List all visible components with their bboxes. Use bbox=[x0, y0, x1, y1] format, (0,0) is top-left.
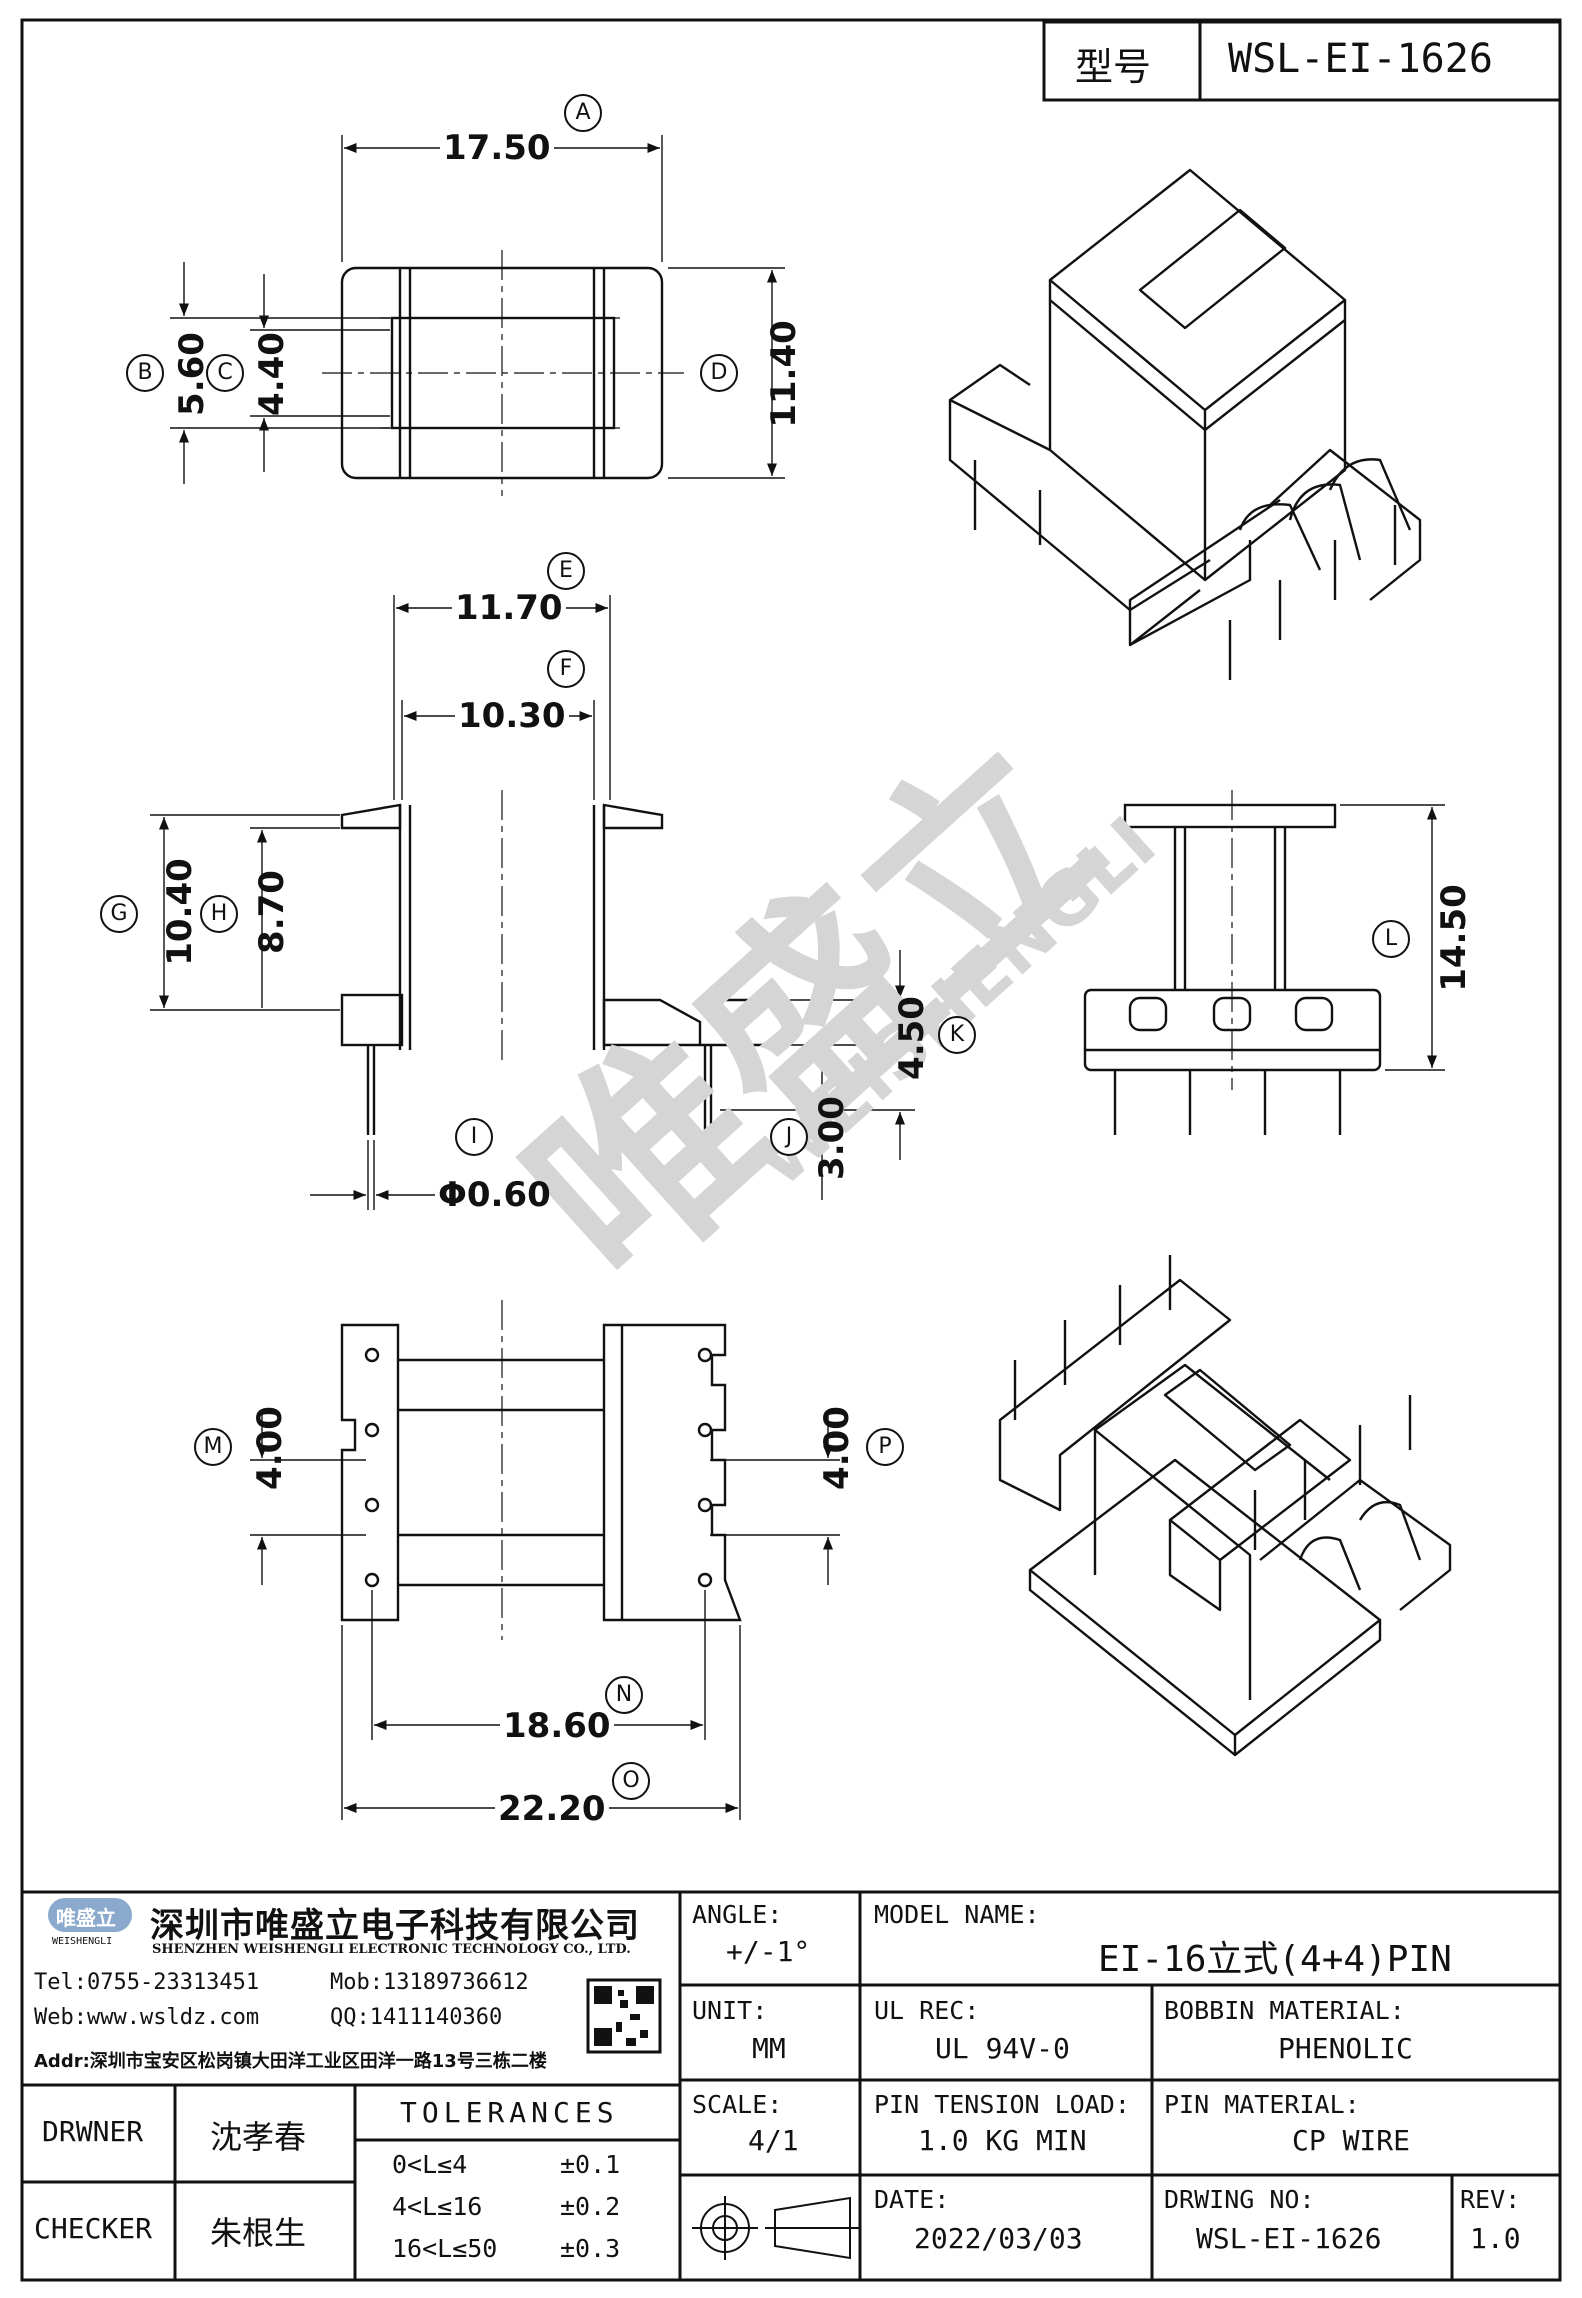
tolerances-label: TOLERANCES bbox=[400, 2096, 619, 2129]
tol-range-3: 16<L≤50 bbox=[392, 2234, 498, 2263]
unit-value: MM bbox=[752, 2032, 786, 2065]
ul-rec-label: UL REC: bbox=[874, 1996, 980, 2025]
dim-H-value: 8.70 bbox=[251, 870, 292, 954]
pin-material-value: CP WIRE bbox=[1292, 2124, 1411, 2157]
dim-P-letter: P bbox=[866, 1428, 904, 1466]
tol-value-3: ±0.3 bbox=[560, 2234, 621, 2263]
dim-C-value: 4.40 bbox=[251, 332, 292, 416]
iso-view-top bbox=[948, 168, 1422, 680]
dim-D-value: 11.40 bbox=[763, 320, 804, 428]
qr-code bbox=[586, 1978, 662, 2054]
angle-label: ANGLE: bbox=[692, 1900, 783, 1929]
tol-value-2: ±0.2 bbox=[560, 2192, 621, 2221]
drawner-label: DRWNER bbox=[42, 2115, 144, 2148]
front-view bbox=[340, 790, 780, 1135]
header-box bbox=[1042, 20, 1562, 102]
pin-tension-value: 1.0 KG MIN bbox=[918, 2124, 1087, 2157]
company-qq: QQ:1411140360 bbox=[330, 2005, 503, 2030]
dim-K-value: 4.50 bbox=[891, 996, 932, 1080]
side-view bbox=[1083, 790, 1382, 1135]
rev-value: 1.0 bbox=[1470, 2222, 1521, 2255]
rev-label: REV: bbox=[1460, 2185, 1521, 2214]
drawing-no-value: WSL-EI-1626 bbox=[1196, 2222, 1382, 2255]
dim-O-letter: O bbox=[612, 1762, 650, 1800]
dim-G-value: 10.40 bbox=[159, 858, 200, 966]
pin-material-label: PIN MATERIAL: bbox=[1164, 2090, 1360, 2119]
dim-F-value: 10.30 bbox=[455, 696, 569, 736]
tol-value-1: ±0.1 bbox=[560, 2150, 621, 2179]
dim-N-letter: N bbox=[605, 1676, 643, 1714]
company-logo: 唯盛立 WEISHENGLI bbox=[42, 1898, 138, 1950]
dim-O-value: 22.20 bbox=[495, 1789, 609, 1829]
dim-G-letter: G bbox=[100, 895, 138, 933]
iso-view-bottom bbox=[998, 1255, 1452, 1757]
dim-F-letter: F bbox=[547, 650, 585, 688]
model-name-value: EI-16立式(4+4)PIN bbox=[1098, 1939, 1452, 1980]
date-value: 2022/03/03 bbox=[914, 2222, 1083, 2255]
top-view-dimensions bbox=[170, 135, 785, 484]
dim-M-value: 4.00 bbox=[249, 1406, 290, 1490]
drawing-no-label: DRWING NO: bbox=[1164, 2185, 1315, 2214]
company-tel: Tel:0755-23313451 bbox=[34, 1970, 260, 1995]
bottom-view-dimensions bbox=[250, 1410, 840, 1820]
logo-cloud bbox=[48, 1898, 132, 1932]
scale-label: SCALE: bbox=[692, 2090, 783, 2119]
dim-N-value: 18.60 bbox=[500, 1706, 614, 1746]
tol-range-1: 0<L≤4 bbox=[392, 2150, 468, 2179]
dim-P-value: 4.00 bbox=[816, 1406, 857, 1490]
title-block-grid bbox=[22, 1890, 1560, 2280]
model-name-label: MODEL NAME: bbox=[874, 1900, 1040, 1929]
dim-K-letter: K bbox=[938, 1016, 976, 1054]
angle-value: +/-1° bbox=[726, 1935, 811, 1968]
checker-value: 朱根生 bbox=[210, 2214, 307, 2252]
dim-L-letter: L bbox=[1372, 920, 1410, 958]
projection-symbol bbox=[692, 2196, 860, 2260]
logo-sub: WEISHENGLI bbox=[52, 1936, 113, 1947]
dim-C-letter: C bbox=[206, 354, 244, 392]
tol-range-2: 4<L≤16 bbox=[392, 2192, 483, 2221]
company-mob: Mob:13189736612 bbox=[330, 1970, 529, 1995]
bobbin-material-label: BOBBIN MATERIAL: bbox=[1164, 1996, 1405, 2025]
bobbin-material-value: PHENOLIC bbox=[1278, 2032, 1413, 2065]
dim-A-letter: A bbox=[564, 94, 602, 132]
scale-value: 4/1 bbox=[748, 2124, 799, 2157]
dim-I-value: Φ0.60 bbox=[438, 1175, 551, 1215]
top-view bbox=[322, 250, 684, 496]
dim-J-letter: J bbox=[770, 1118, 808, 1156]
dim-L-value: 14.50 bbox=[1433, 884, 1474, 992]
company-addr: Addr:深圳市宝安区松岗镇大田洋工业区田洋一路13号三栋二楼 bbox=[34, 2051, 547, 2072]
pin-tension-label: PIN TENSION LOAD: bbox=[874, 2090, 1130, 2119]
bottom-view bbox=[340, 1300, 742, 1640]
side-view-dimensions bbox=[1340, 804, 1445, 1071]
dim-M-letter: M bbox=[194, 1428, 232, 1466]
drawner-value: 沈孝春 bbox=[210, 2118, 307, 2156]
type-label: 型号 bbox=[1075, 45, 1152, 89]
dim-D-letter: D bbox=[700, 354, 738, 392]
ul-rec-value: UL 94V-0 bbox=[935, 2032, 1070, 2065]
sheet-border bbox=[20, 18, 1562, 2282]
date-label: DATE: bbox=[874, 2185, 950, 2214]
dim-A-value: 17.50 bbox=[440, 128, 554, 168]
dim-H-letter: H bbox=[200, 895, 238, 933]
unit-label: UNIT: bbox=[692, 1996, 768, 2025]
front-view-dimensions bbox=[150, 595, 915, 1210]
checker-label: CHECKER bbox=[34, 2212, 153, 2245]
dim-J-value: 3.00 bbox=[811, 1096, 852, 1180]
model-code: WSL-EI-1626 bbox=[1228, 36, 1493, 82]
dim-I-letter: I bbox=[455, 1118, 493, 1156]
dim-E-letter: E bbox=[547, 552, 585, 590]
company-name-cn: 深圳市唯盛立电子科技有限公司 bbox=[150, 1906, 640, 1946]
dim-E-value: 11.70 bbox=[452, 588, 566, 628]
company-name-en: SHENZHEN WEISHENGLI ELECTRONIC TECHNOLOG… bbox=[152, 1942, 631, 1957]
company-web: Web:www.wsldz.com bbox=[34, 2005, 260, 2030]
dim-B-letter: B bbox=[126, 354, 164, 392]
logo-text: 唯盛立 bbox=[56, 1906, 116, 1930]
